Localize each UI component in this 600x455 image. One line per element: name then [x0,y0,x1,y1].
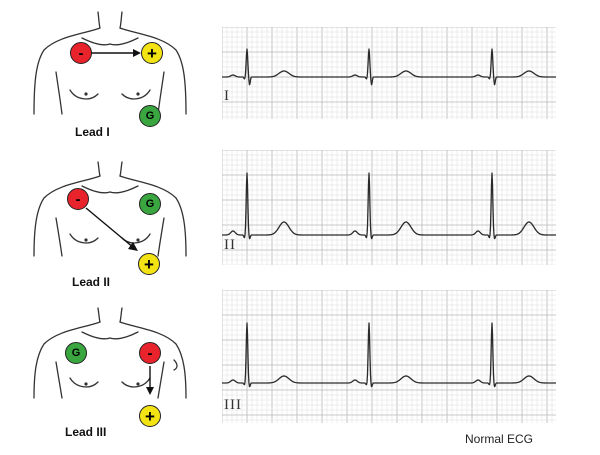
negative-electrode: - [67,188,89,210]
ecg-trace [222,48,556,86]
negative-electrode: - [70,42,92,64]
ground-electrode: G [139,105,161,127]
ground-electrode-label: G [145,109,155,122]
negative-electrode-label: - [75,190,81,208]
negative-electrode: - [139,342,161,364]
ecg-grid [222,27,556,119]
strip-label-i: I [224,88,230,104]
positive-electrode: + [141,42,163,64]
torso-outline [33,307,187,399]
positive-electrode-label: + [147,43,157,63]
ground-electrode: G [139,193,161,215]
ground-electrode-label: G [145,197,155,210]
lead-ii-diagram: - G + Lead II [20,160,210,300]
ecg-strip-lead-ii [222,150,556,265]
ecg-grid [222,150,556,265]
ground-electrode: G [65,342,87,364]
ecg-trace [222,322,556,388]
lead-i-diagram: - + G Lead I [20,10,210,150]
positive-electrode-label: + [145,406,155,426]
negative-electrode-label: - [78,44,84,62]
ground-electrode-label: G [71,346,81,359]
torso-outline [33,161,187,257]
ecg-strip-lead-i [222,27,556,119]
lead-vector-arrow [85,207,135,249]
strip-label-ii: II [224,237,236,253]
ecg-trace [222,172,556,240]
torso-outline [33,11,187,115]
lead-iii-diagram: G - + Lead III [20,307,210,448]
figure-caption: Normal ECG [465,432,534,446]
strip-label-iii: III [224,397,242,413]
lead-label: Lead II [72,275,111,289]
ecg-strip-lead-iii [222,290,556,423]
lead-label: Lead III [65,425,107,439]
lead-label: Lead I [75,125,110,139]
positive-electrode-label: + [144,254,154,274]
negative-electrode-label: - [147,344,153,362]
positive-electrode: + [138,253,160,275]
ecg-grid [222,290,556,423]
positive-electrode: + [139,405,161,427]
